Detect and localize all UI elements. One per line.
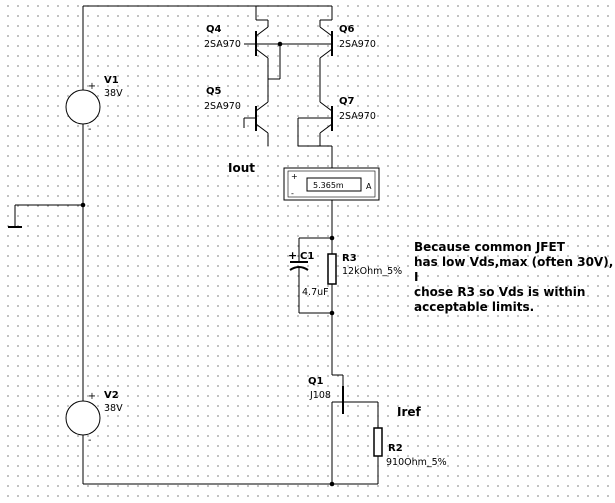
q7-ref: Q7 [339,96,355,107]
r3-value: 12kOhm_5% [342,266,402,277]
v1-ref: V1 [104,75,119,86]
q5-ref: Q5 [206,86,222,97]
v2-ref: V2 [104,390,119,401]
q7-part: 2SA970 [339,111,376,122]
q6-part: 2SA970 [339,39,376,50]
iout-label: Iout [228,161,255,175]
iref-label: Iref [397,405,422,419]
q1-part: J108 [309,390,331,401]
r3-ref: R3 [342,253,357,264]
q4-part: 2SA970 [204,39,241,50]
r3-resistor: R3 12kOhm_5% [327,253,402,285]
note-line: Because common JFET [414,240,565,254]
note-line: has low Vds,max (often 30V), I [414,255,614,284]
q5-transistor: Q5 2SA970 [204,79,269,146]
q6-transistor: Q6 2SA970 [280,19,376,96]
q5-part: 2SA970 [204,101,241,112]
c1-ref: C1 [300,251,314,262]
v2-plus-sign: + [88,391,96,402]
note-line: acceptable limits. [414,300,535,314]
wires [14,5,379,485]
junction-dots [80,41,335,487]
c1-value: 4.7uF [302,287,329,298]
note-line: chose R3 so Vds is within [414,285,586,299]
r2-value: 910Ohm_5% [386,457,447,468]
v2-source: + - V2 38V [65,390,123,446]
ammeter: + - 5.365m A [283,167,380,201]
q4-ref: Q4 [206,24,222,35]
ammeter-unit: A [366,182,372,191]
design-note: Because common JFET has low Vds,max (oft… [414,240,614,315]
v2-value: 38V [104,403,123,414]
v1-plus-sign: + [88,81,96,92]
ammeter-minus: - [291,189,294,198]
c1-capacitor: + C1 4.7uF [288,238,329,313]
v1-source: + - V1 38V [65,75,123,135]
q6-ref: Q6 [339,24,355,35]
ammeter-plus: + [291,172,298,181]
q1-ref: Q1 [308,376,324,387]
r2-ref: R2 [388,443,403,454]
ammeter-reading: 5.365m [313,181,344,190]
q1-jfet: Q1 J108 [308,374,348,414]
v2-minus-sign: - [88,435,91,446]
v1-value: 38V [104,88,123,99]
c1-plus-sign: + [288,249,297,262]
q4-transistor: Q4 2SA970 [204,19,281,80]
v1-minus-sign: - [88,124,91,135]
q7-transistor: Q7 2SA970 [297,96,376,147]
r2-resistor: R2 910Ohm_5% [373,427,447,468]
